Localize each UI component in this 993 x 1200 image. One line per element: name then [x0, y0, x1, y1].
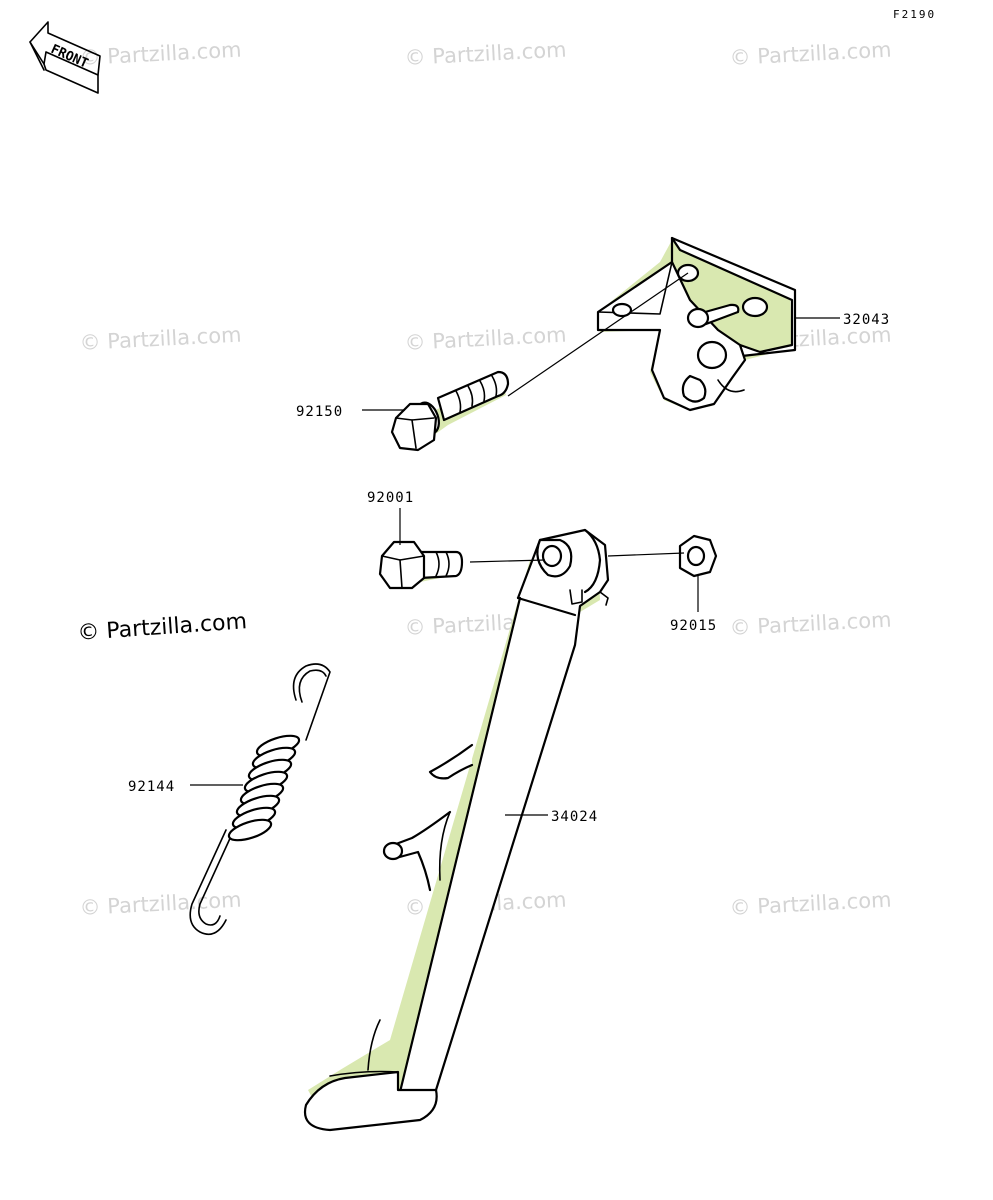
part-number-label[interactable]: 92150 [296, 404, 343, 420]
bolt-92001 [378, 540, 464, 590]
side-stand-34024 [303, 528, 610, 1132]
watermark: © Partzilla.com [729, 888, 892, 920]
watermark: © Partzilla.com [729, 608, 892, 640]
figure-code: F2190 [893, 8, 936, 21]
watermark: © Partzilla.com [79, 38, 242, 70]
spring-coils [227, 734, 301, 842]
front-arrow-icon: FRONT [29, 21, 101, 94]
nut-92015 [678, 534, 718, 578]
watermark: © Partzilla.com [404, 38, 567, 70]
part-number-label[interactable]: 92015 [670, 618, 717, 634]
part-number-label[interactable]: 32043 [843, 312, 890, 328]
bolt-92150 [390, 370, 510, 452]
watermark: © Partzilla.com [79, 888, 242, 920]
watermark: © Partzilla.com [79, 323, 242, 355]
bracket-32043 [596, 236, 797, 412]
part-number-label[interactable]: 34024 [551, 809, 598, 825]
watermark: © Partzilla.com [404, 323, 567, 355]
watermark-prominent: © Partzilla.com [77, 609, 248, 646]
part-number-label[interactable]: 92144 [128, 779, 175, 795]
part-number-label[interactable]: 92001 [367, 490, 414, 506]
spring-92144 [189, 663, 331, 936]
watermark: © Partzilla.com [729, 38, 892, 70]
leader-lines [190, 272, 840, 816]
